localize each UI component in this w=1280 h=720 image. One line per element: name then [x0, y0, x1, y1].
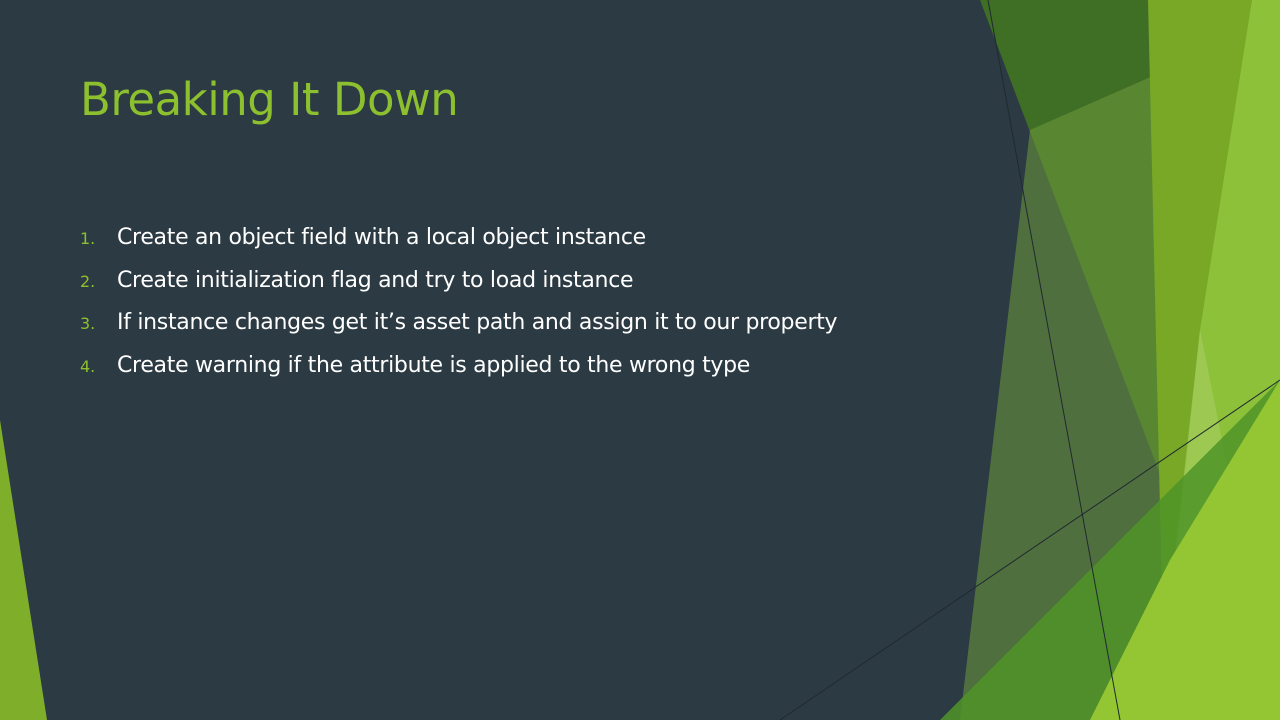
list-item: 2. Create initialization flag and try to…	[80, 268, 940, 311]
numbered-list: 1. Create an object field with a local o…	[80, 225, 940, 395]
list-number: 4.	[80, 356, 96, 376]
list-number: 2.	[80, 271, 96, 291]
list-text: Create an object field with a local obje…	[117, 225, 646, 250]
list-number: 3.	[80, 314, 96, 333]
list-text: Create initialization flag and try to lo…	[117, 267, 634, 293]
thin-line-diagonal	[779, 379, 1280, 720]
list-text: Create warning if the attribute is appli…	[117, 352, 751, 378]
bright-green-shard	[1090, 380, 1280, 720]
list-number: 1.	[80, 229, 96, 248]
list-item: 3. If instance changes get it’s asset pa…	[80, 310, 940, 353]
list-item: 4. Create warning if the attribute is ap…	[80, 353, 940, 396]
thin-line-vertical	[987, 0, 1121, 720]
slide-title: Breaking It Down	[80, 73, 459, 126]
left-green-shard	[0, 420, 47, 720]
list-item: 1. Create an object field with a local o…	[80, 225, 940, 268]
list-text: If instance changes get it’s asset path …	[117, 310, 838, 335]
